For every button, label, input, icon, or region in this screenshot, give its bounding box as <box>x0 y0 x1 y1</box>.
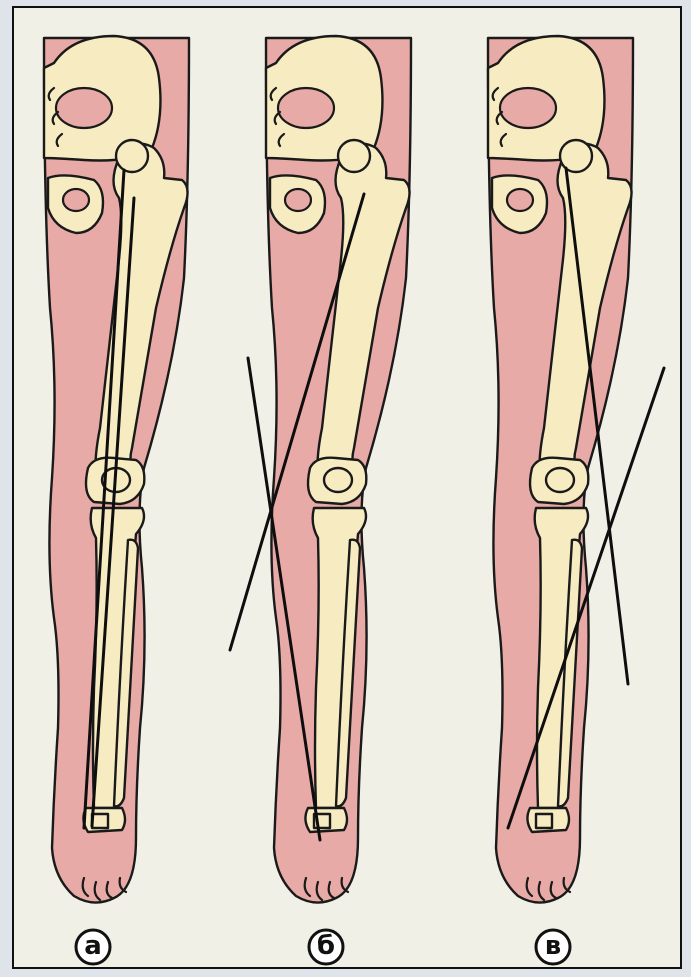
leg-alignment-diagram: а б в <box>14 8 684 971</box>
leg-a <box>44 36 189 903</box>
leg-c <box>488 36 664 903</box>
label-c-text: в <box>545 931 561 961</box>
leg-b <box>230 36 411 903</box>
label-b: б <box>309 930 343 964</box>
label-b-text: б <box>317 931 335 961</box>
diagram-frame: а б в <box>12 6 682 969</box>
label-a-text: а <box>84 931 102 961</box>
label-c: в <box>536 930 570 964</box>
label-a: а <box>76 930 110 964</box>
